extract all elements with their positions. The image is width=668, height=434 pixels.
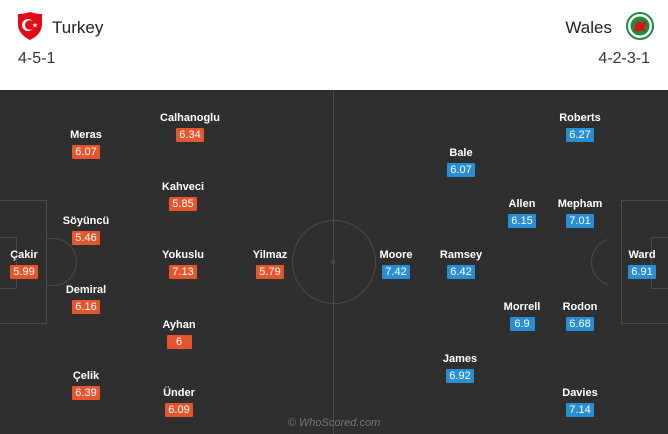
player-name: Allen	[508, 198, 536, 210]
player-name: James	[442, 353, 478, 365]
player-name: Mepham	[557, 198, 603, 210]
away-team-name[interactable]: Wales	[565, 18, 612, 37]
player-name: Ramsey	[439, 249, 483, 261]
player-home-cb[interactable]: Demiral 6.16	[58, 283, 114, 315]
player-home-cm[interactable]: Ayhan 6	[154, 318, 204, 350]
player-rating: 6.27	[566, 128, 594, 142]
player-rating: 5.85	[169, 197, 197, 211]
player-away-rb[interactable]: Roberts 6.27	[548, 111, 612, 143]
player-home-rb[interactable]: Çelik 6.39	[58, 369, 114, 401]
player-name: Morrell	[503, 301, 541, 313]
player-rating: 6.07	[72, 145, 100, 159]
player-name: Çelik	[72, 370, 100, 382]
player-name: Moore	[379, 249, 413, 261]
player-name: Demiral	[65, 284, 107, 296]
player-away-am[interactable]: Ramsey 6.42	[428, 248, 494, 280]
away-formation: 4-2-3-1	[598, 50, 650, 67]
player-name: Ward	[628, 249, 656, 261]
player-home-gk[interactable]: Çakir 5.99	[4, 248, 44, 280]
player-rating: 6.92	[446, 369, 474, 383]
player-away-dm[interactable]: Morrell 6.9	[492, 300, 552, 332]
player-home-lb[interactable]: Meras 6.07	[58, 128, 114, 160]
player-rating: 7.14	[566, 403, 594, 417]
player-name: Söyüncü	[62, 215, 110, 227]
player-rating: 5.99	[10, 265, 38, 279]
player-name: Çakir	[10, 249, 38, 261]
player-rating: 6	[166, 335, 192, 349]
home-six-yard-box	[0, 237, 17, 289]
player-name: Roberts	[559, 112, 601, 124]
player-rating: 6.39	[72, 386, 100, 400]
player-home-cm[interactable]: Yokuslu 7.13	[154, 248, 212, 280]
away-six-yard-box	[651, 237, 668, 289]
player-away-st[interactable]: Moore 7.42	[374, 248, 418, 280]
centre-spot	[331, 260, 335, 264]
turkey-crest-icon	[18, 12, 42, 40]
home-formation: 4-5-1	[18, 50, 56, 67]
player-rating: 7.01	[566, 214, 594, 228]
player-name: Bale	[449, 147, 473, 159]
player-name: Ünder	[163, 387, 195, 399]
player-name: Ayhan	[162, 319, 196, 331]
player-away-cb[interactable]: Mepham 7.01	[548, 197, 612, 229]
player-name: Yilmaz	[252, 249, 288, 261]
player-home-lm[interactable]: Calhanoglu 6.34	[154, 111, 226, 143]
player-name: Yokuslu	[162, 249, 204, 261]
player-away-am[interactable]: Bale 6.07	[436, 146, 486, 178]
player-rating: 6.15	[508, 214, 536, 228]
player-rating: 6.91	[628, 265, 656, 279]
wales-crest-icon	[626, 12, 654, 40]
player-rating: 5.46	[72, 231, 100, 245]
home-team-name[interactable]: Turkey	[52, 18, 104, 37]
watermark: © WhoScored.com	[287, 417, 381, 429]
player-home-rm[interactable]: Ünder 6.09	[154, 386, 204, 418]
player-rating: 6.9	[509, 317, 535, 331]
player-rating: 7.42	[382, 265, 410, 279]
player-rating: 6.34	[176, 128, 204, 142]
match-header: Turkey 4-5-1 Wales 4-2-3-1	[0, 0, 668, 90]
player-name: Davies	[562, 387, 598, 399]
player-home-st[interactable]: Yilmaz 5.79	[245, 248, 295, 280]
player-rating: 7.13	[169, 265, 197, 279]
player-name: Rodon	[562, 301, 598, 313]
player-rating: 5.79	[256, 265, 284, 279]
player-rating: 6.68	[566, 317, 594, 331]
away-penalty-box	[621, 200, 668, 324]
player-home-cb[interactable]: Söyüncü 5.46	[58, 214, 114, 246]
player-home-cm[interactable]: Kahveci 5.85	[154, 180, 212, 212]
player-away-cb[interactable]: Rodon 6.68	[548, 300, 612, 332]
player-name: Meras	[70, 129, 102, 141]
centre-circle	[292, 220, 376, 304]
player-away-dm[interactable]: Allen 6.15	[496, 197, 548, 229]
player-rating: 6.16	[72, 300, 100, 314]
player-rating: 6.07	[447, 163, 475, 177]
player-rating: 6.09	[165, 403, 193, 417]
player-away-lb[interactable]: Davies 7.14	[548, 386, 612, 418]
player-name: Kahveci	[161, 181, 205, 193]
player-away-gk[interactable]: Ward 6.91	[620, 248, 664, 280]
player-name: Calhanoglu	[160, 112, 220, 124]
player-away-am[interactable]: James 6.92	[432, 352, 488, 384]
pitch: Çakir 5.99 Meras 6.07 Söyüncü 5.46 Demir…	[0, 90, 668, 434]
player-rating: 6.42	[447, 265, 475, 279]
